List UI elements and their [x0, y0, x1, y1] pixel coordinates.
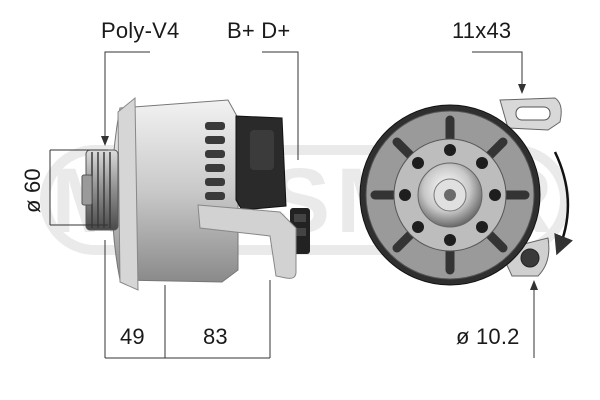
alternator-rear-view — [359, 97, 573, 286]
front-length-label: 49 — [120, 324, 145, 349]
belt-type-label: Poly-V4 — [101, 18, 180, 43]
pulley-diameter-label: ø 60 — [20, 168, 45, 213]
terminals-label: B+ D+ — [227, 18, 291, 43]
hole-diameter-label: ø 10.2 — [456, 324, 520, 349]
dimension-lines — [49, 51, 535, 359]
mount-size-label: 11x43 — [452, 18, 512, 43]
alternator-side-view — [81, 96, 310, 291]
body-length-label: 83 — [203, 324, 228, 349]
pulley — [81, 149, 119, 231]
